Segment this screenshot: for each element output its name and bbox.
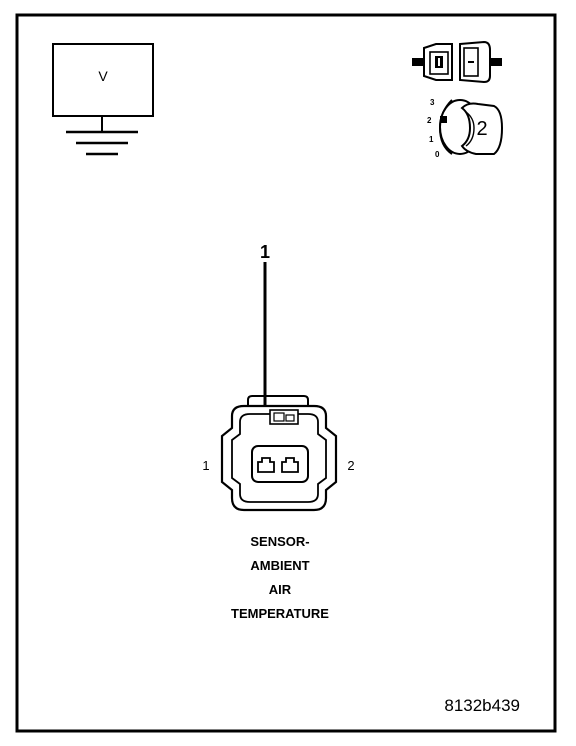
disconnect-connector-icon xyxy=(412,40,502,84)
caption-line-4: TEMPERATURE xyxy=(231,606,329,621)
ignition-key-icon xyxy=(438,99,504,155)
ignition-position-1: 1 xyxy=(429,135,434,144)
terminal-1 xyxy=(257,457,275,473)
ignition-position-0: 0 xyxy=(435,150,440,159)
connector-pin-right-label: 2 xyxy=(347,458,355,473)
terminal-2 xyxy=(281,457,299,473)
voltmeter-icon xyxy=(52,43,154,156)
connector-pin-left-label: 1 xyxy=(202,458,210,473)
callout-number: 1 xyxy=(259,242,270,262)
sensor-connector-face xyxy=(220,395,338,512)
ignition-position-2: 2 xyxy=(427,116,432,125)
caption-line-3: AIR xyxy=(268,582,292,597)
component-caption: SENSOR- AMBIENT AIR TEMPERATURE xyxy=(180,530,380,626)
caption-line-2: AMBIENT xyxy=(250,558,310,573)
voltmeter-label: V xyxy=(98,68,108,84)
caption-line-1: SENSOR- xyxy=(250,534,310,549)
ignition-position-3: 3 xyxy=(430,98,435,107)
figure-id: 8132b439 xyxy=(444,696,520,715)
ignition-key-position-label: 2 xyxy=(476,118,488,140)
